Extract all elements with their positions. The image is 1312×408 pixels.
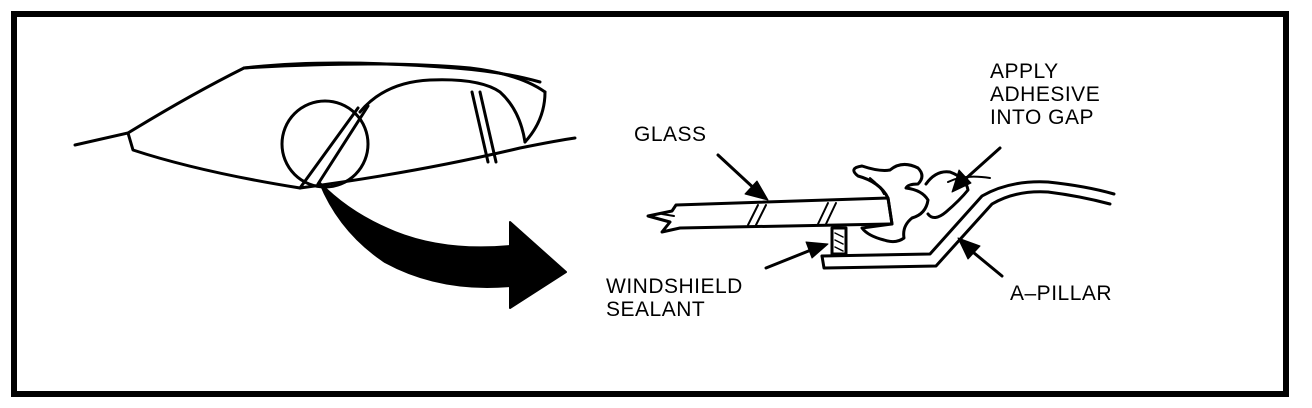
- diagram-frame: [11, 11, 1289, 397]
- curved-arrow: [319, 182, 567, 309]
- car-overview: [73, 61, 577, 190]
- label-glass: GLASS: [634, 123, 707, 146]
- a-pillar-bracket: [820, 190, 1112, 270]
- leader-arrows: [716, 146, 1004, 278]
- windshield-edge: [298, 106, 360, 190]
- car-upper-roof: [242, 62, 547, 94]
- sealant-bead: [830, 226, 848, 256]
- label-apply-adhesive: APPLY ADHESIVE INTO GAP: [990, 60, 1101, 129]
- side-window: [358, 78, 527, 144]
- windshield-cross-section: [646, 163, 1116, 270]
- label-windshield-sealant: WINDSHIELD SEALANT: [606, 275, 743, 321]
- molding-clip: [852, 163, 930, 244]
- car-hood-line: [126, 131, 302, 190]
- adhesive-leader: [951, 146, 1002, 193]
- car-rear-line: [523, 90, 547, 144]
- glass-panel: [646, 196, 894, 234]
- glass-leader: [716, 153, 769, 201]
- sealant-leader: [764, 241, 829, 270]
- window-post-2: [478, 90, 498, 164]
- window-post-1: [470, 90, 490, 164]
- label-a-pillar: A–PILLAR: [1010, 282, 1113, 305]
- a-pillar-leader: [957, 237, 1004, 278]
- adhesive-gap-outline: [924, 170, 970, 219]
